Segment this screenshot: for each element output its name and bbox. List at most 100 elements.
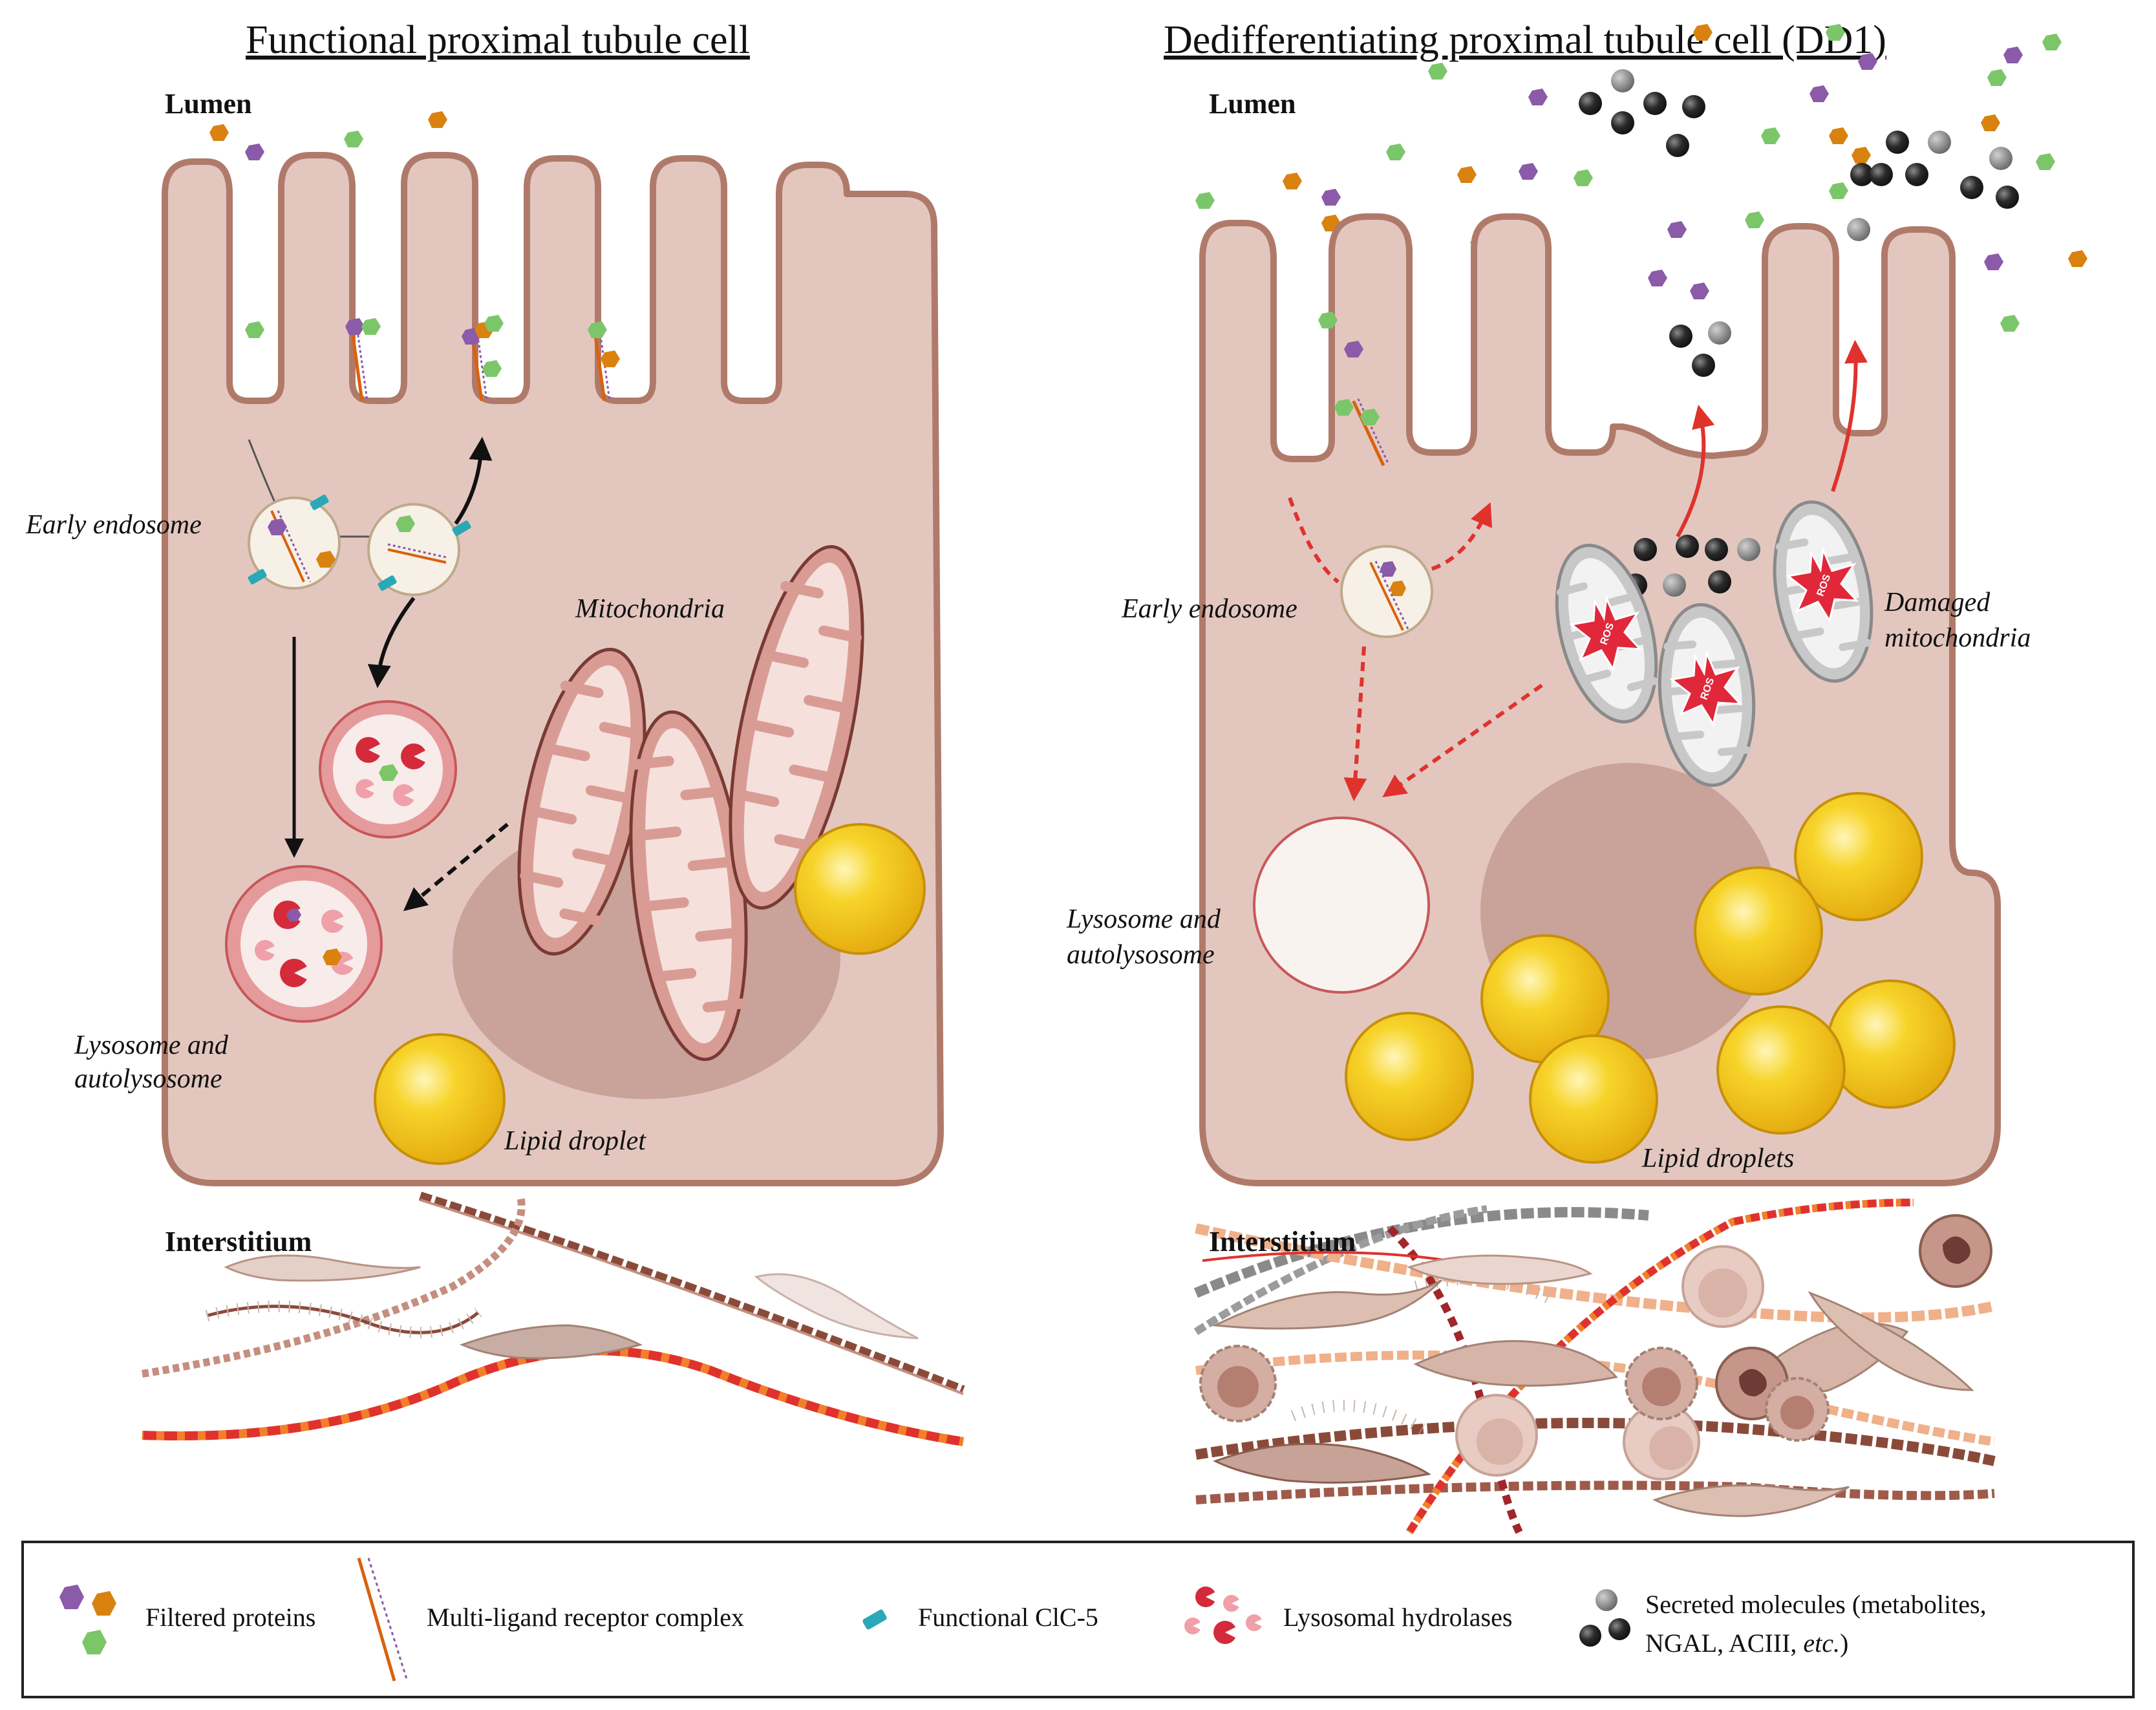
legend-clc5: Functional ClC-5 xyxy=(918,1603,1098,1632)
green-protein-icon xyxy=(1386,144,1405,160)
purple-protein-icon xyxy=(2003,47,2023,63)
hydrolase-icon xyxy=(321,910,345,933)
hydrolase-icon xyxy=(280,959,308,987)
green-protein-icon xyxy=(482,360,502,377)
legend-secreted-line2-a: NGAL, ACIII, xyxy=(1645,1629,1803,1658)
legend-item-hydrolases: Lysosomal hydrolases xyxy=(1184,1587,1512,1644)
myofibroblast xyxy=(1808,1291,1974,1391)
secretion-arrow xyxy=(1831,339,1868,492)
legend-item-receptor-complex: Multi-ligand receptor complex xyxy=(357,1557,744,1682)
neutrophil xyxy=(1919,1214,1992,1288)
secreted-molecule-icon xyxy=(1676,535,1699,558)
secreted-molecule-icon xyxy=(1737,538,1760,561)
hydrolase-icon xyxy=(1195,1587,1216,1607)
orange-protein-icon xyxy=(92,1591,116,1616)
damaged-mito-label-2: mitochondria xyxy=(1884,623,2031,653)
myofibroblast xyxy=(1213,1442,1432,1484)
legend-receptor-complex: Multi-ligand receptor complex xyxy=(427,1603,744,1632)
lipid-droplet xyxy=(1529,1034,1658,1164)
green-protein-icon xyxy=(1829,182,1848,199)
purple-protein-icon xyxy=(245,144,264,160)
secreted-molecule-icon xyxy=(1708,321,1731,345)
clc5-channel-icon xyxy=(248,569,267,584)
left-lumen-proteins xyxy=(209,111,447,160)
fibroblast xyxy=(754,1273,919,1340)
secreted-molecule-icon xyxy=(1663,573,1686,597)
purple-protein-icon xyxy=(1858,53,1877,70)
cytosol-secreted-molecules xyxy=(1624,535,1760,597)
right-lysosome-label-1: Lysosome and xyxy=(1066,904,1221,934)
receptor-complex-icon xyxy=(1352,398,1389,467)
secreted-molecule-icon xyxy=(1611,111,1634,134)
purple-protein-icon xyxy=(1984,253,2003,270)
hydrolase-icon xyxy=(1213,1621,1237,1644)
ros-burst-icon: ROS xyxy=(1669,649,1743,727)
green-protein-icon xyxy=(1195,192,1215,209)
lipid-droplet xyxy=(1716,1005,1846,1135)
mitochondrion xyxy=(629,710,748,1062)
purple-protein-icon xyxy=(1690,283,1709,299)
endosome-to-autophagosome-arrow xyxy=(367,597,416,689)
lipid-droplet xyxy=(374,1033,506,1165)
legend-item-filtered-proteins: Filtered proteins xyxy=(59,1585,315,1654)
purple-protein-icon xyxy=(1321,189,1341,206)
green-protein-icon xyxy=(1826,24,1845,41)
green-protein-icon xyxy=(1318,312,1338,328)
secreted-molecule-icon xyxy=(1579,1625,1601,1647)
orange-protein-icon xyxy=(1390,581,1406,596)
secreted-molecule-icon xyxy=(1608,1618,1630,1640)
myofibroblast xyxy=(1413,1340,1618,1387)
right-lysosome-label-2: autolysosome xyxy=(1067,940,1215,970)
secreted-molecule-icon xyxy=(1611,69,1634,92)
purple-protein-icon xyxy=(268,518,287,535)
secreted-molecule-icon xyxy=(1870,163,1893,186)
purple-protein-icon xyxy=(59,1585,84,1609)
recycle-arrow xyxy=(454,436,493,525)
receptor-complex-icon xyxy=(593,329,611,401)
legend-hydrolases: Lysosomal hydrolases xyxy=(1283,1603,1512,1632)
hydrolase-icon xyxy=(1184,1618,1201,1634)
hydrolase-icon xyxy=(393,784,415,806)
left-lysosome-label-2: autolysosome xyxy=(74,1064,222,1094)
green-protein-icon xyxy=(484,315,504,332)
left-autophagosome xyxy=(319,700,457,839)
green-protein-icon xyxy=(588,321,607,338)
lipid-droplet xyxy=(1694,866,1823,996)
myofibroblast xyxy=(1211,1279,1443,1330)
green-protein-icon xyxy=(1745,211,1764,228)
green-protein-icon xyxy=(379,764,398,781)
orange-protein-icon xyxy=(323,948,342,965)
left-lysosome-label-1: Lysosome and xyxy=(74,1031,229,1060)
early-endosome xyxy=(1340,545,1433,638)
left-early-endosomes xyxy=(248,439,471,596)
green-protein-icon xyxy=(1761,127,1780,144)
orange-protein-icon xyxy=(1283,173,1302,189)
green-protein-icon xyxy=(2042,34,2062,50)
green-protein-icon xyxy=(1574,169,1593,186)
secreted-molecule-icon xyxy=(1847,218,1870,241)
secretion-arrow xyxy=(1676,404,1715,538)
immune-cell xyxy=(1765,1377,1830,1442)
macrophage xyxy=(1199,1345,1277,1422)
secreted-molecule-icon xyxy=(1579,92,1602,115)
left-mitochondria xyxy=(517,545,864,1062)
orange-protein-icon xyxy=(316,551,336,568)
damaged-mito-label-1: Damaged xyxy=(1884,588,1991,617)
secreted-molecule-icon xyxy=(1928,131,1951,154)
empty-lysosome xyxy=(1253,817,1430,994)
secreted-molecule-icon xyxy=(1850,163,1873,186)
secreted-molecule-icon xyxy=(1705,538,1728,561)
mitochondrion xyxy=(517,648,646,956)
fibroblast xyxy=(459,1324,643,1360)
purple-protein-icon xyxy=(1648,270,1667,286)
impaired-recycling-arrow xyxy=(1431,502,1493,571)
green-protein-icon xyxy=(1428,63,1447,80)
secreted-molecule-icon xyxy=(1634,538,1657,561)
right-lumen-proteins xyxy=(1195,24,2087,332)
hydrolase-icon xyxy=(1223,1595,1240,1612)
orange-protein-icon xyxy=(601,350,620,367)
left-mitochondria-label: Mitochondria xyxy=(575,594,725,624)
orange-protein-icon xyxy=(428,111,447,128)
green-protein-icon xyxy=(361,318,381,335)
orange-protein-icon xyxy=(1693,24,1713,41)
